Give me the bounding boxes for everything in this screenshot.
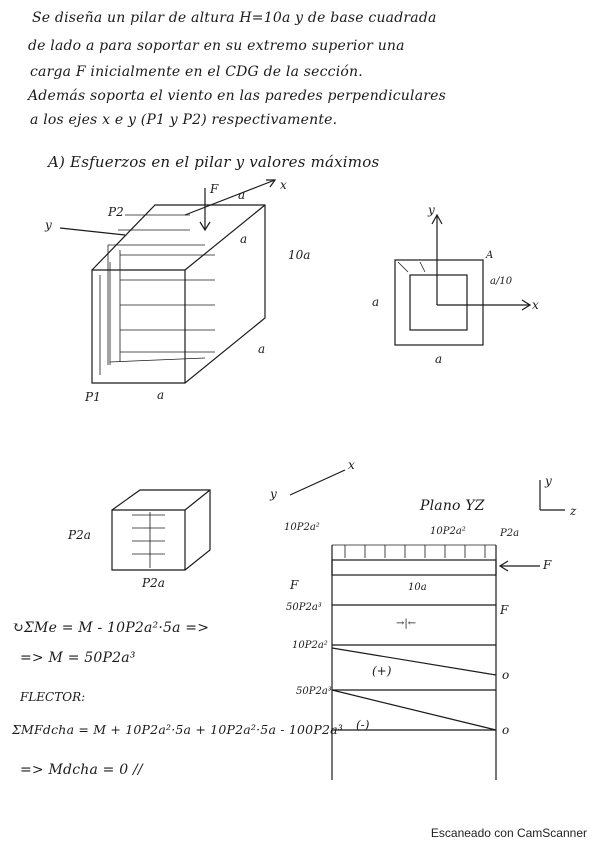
section-a10-label: a/10 [490,276,513,287]
fig1-x-label: x [280,178,287,192]
fig1-P2-label: P2 [108,205,124,219]
fig1-F-label: F [210,182,219,196]
fig2-P2a-bottom: P2a [142,576,165,590]
fig2-x-label: x [348,458,355,472]
plane-title: Plano YZ [420,498,485,514]
equation-2: => M = 50P2a³ [20,650,136,666]
equation-4: => Mdcha = 0 // [20,762,143,778]
shear-diagram-left: 10P2a² [292,640,328,651]
section-a-heading: A) Esfuerzos en el pilar y valores máxim… [48,153,380,171]
axial-diagram-F: F [500,603,509,617]
small-beam-figure [111,469,346,571]
plane-axis-z: z [570,504,577,518]
fig1-a-right: a [258,342,266,356]
flector-label: FLECTOR: [20,690,86,704]
equation-1: ↻ΣMe = M - 10P2a²·5a => [12,620,210,636]
fig1-P1-label: P1 [85,390,101,404]
section-x-label: x [532,298,539,312]
fig2-y-label: y [270,487,277,501]
fig2-P2a-left: P2a [68,528,91,542]
plane-F-right: F [543,558,552,572]
axial-diagram-mark: →|← [396,618,417,629]
fig1-y-label: y [45,218,52,232]
fig1-height: 10a [288,248,311,262]
intro-line-1: Se diseña un pilar de altura H=10a y de … [32,10,437,26]
plane-length: 10a [408,582,427,593]
intro-line-2: de lado a para soportar en su extremo su… [28,38,405,54]
moment-diagram-sign: (-) [356,718,370,732]
fig1-a-bottom: a [157,388,165,402]
shear-diagram-right: o [502,668,510,682]
moment-diagram-left: 50P2a³ [296,686,332,697]
plane-load-right: 10P2a² [430,526,466,537]
intro-line-3: carga F inicialmente en el CDG de la sec… [30,64,363,80]
section-y-label: y [428,203,435,217]
pillar-3d-figure [59,179,277,384]
plane-F-left: F [290,578,299,592]
fig1-a-mid: a [240,232,248,246]
scanner-watermark: Escaneado con CamScanner [430,826,587,840]
plane-P2a: P2a [500,528,520,539]
fig1-a-top: a [238,188,246,202]
plane-load-left: 10P2a² [284,522,320,533]
cross-section-figure [394,213,532,346]
intro-line-5: a los ejes x e y (P1 y P2) respectivamen… [30,112,338,128]
plane-yz-diagram [331,480,565,780]
shear-diagram-sign: (+) [372,664,392,678]
section-A-label: A [486,250,494,261]
section-a-bottom: a [435,352,443,366]
moment-diagram-right: o [502,723,510,737]
section-a-left: a [372,295,380,309]
intro-line-4: Además soporta el viento en las paredes … [28,88,447,104]
plane-axis-y: y [545,474,552,488]
equation-3: ΣMFdcha = M + 10P2a²·5a + 10P2a²·5a - 10… [12,722,343,737]
plane-moment-50: 50P2a³ [286,602,322,613]
